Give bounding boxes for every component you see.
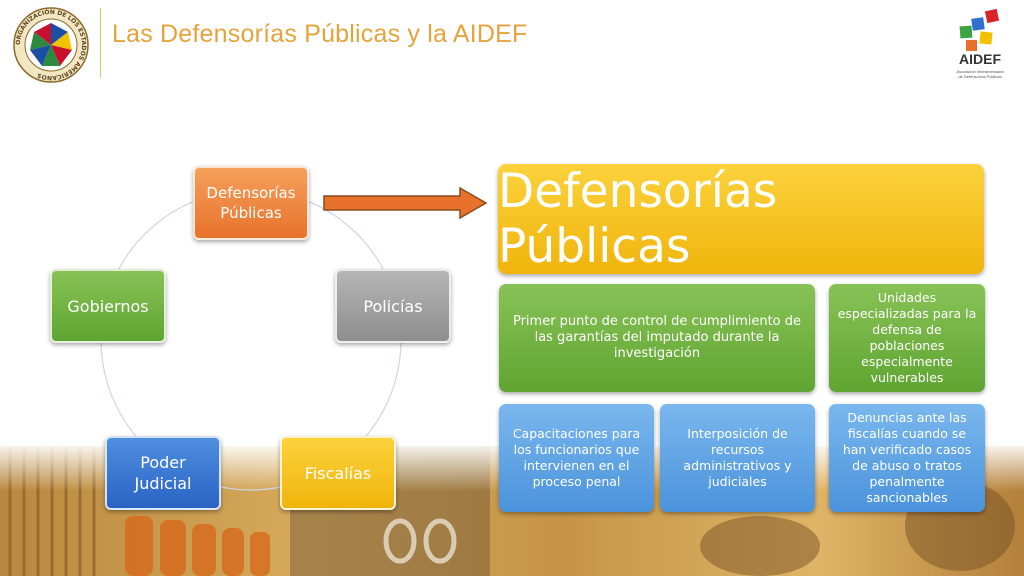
detail-box-interposicion: Interposición de recursos administrativo…: [660, 404, 815, 512]
aidef-logo: AIDEF Asociación Interamericana de Defen…: [956, 8, 1004, 79]
cycle-node-fiscalias: Fiscalías: [280, 436, 396, 510]
page-title: Las Defensorías Públicas y la AIDEF: [112, 20, 528, 48]
svg-text:AIDEF: AIDEF: [959, 51, 1001, 67]
oas-seal-logo: ORGANIZACIÓN DE LOS ESTADOS AMERICANOS: [13, 7, 89, 83]
detail-box-capacitaciones: Capacitaciones para los funcionarios que…: [499, 404, 654, 512]
svg-text:Asociación Interamericana: Asociación Interamericana: [956, 69, 1004, 74]
cycle-node-defensorias: Defensorías Públicas: [193, 166, 309, 240]
detail-header: Defensorías Públicas: [498, 164, 984, 274]
cycle-node-poder-judicial: Poder Judicial: [105, 436, 221, 510]
cycle-node-policias: Policías: [335, 269, 451, 343]
title-divider: [100, 8, 101, 78]
right-arrow-icon: [323, 186, 488, 220]
cycle-node-gobiernos: Gobiernos: [50, 269, 166, 343]
detail-box-control: Primer punto de control de cumplimiento …: [499, 284, 815, 392]
svg-text:de Defensorías Públicas: de Defensorías Públicas: [958, 74, 1001, 79]
detail-box-denuncias: Denuncias ante las fiscalías cuando se h…: [829, 404, 985, 512]
detail-box-unidades: Unidades especializadas para la defensa …: [829, 284, 985, 392]
